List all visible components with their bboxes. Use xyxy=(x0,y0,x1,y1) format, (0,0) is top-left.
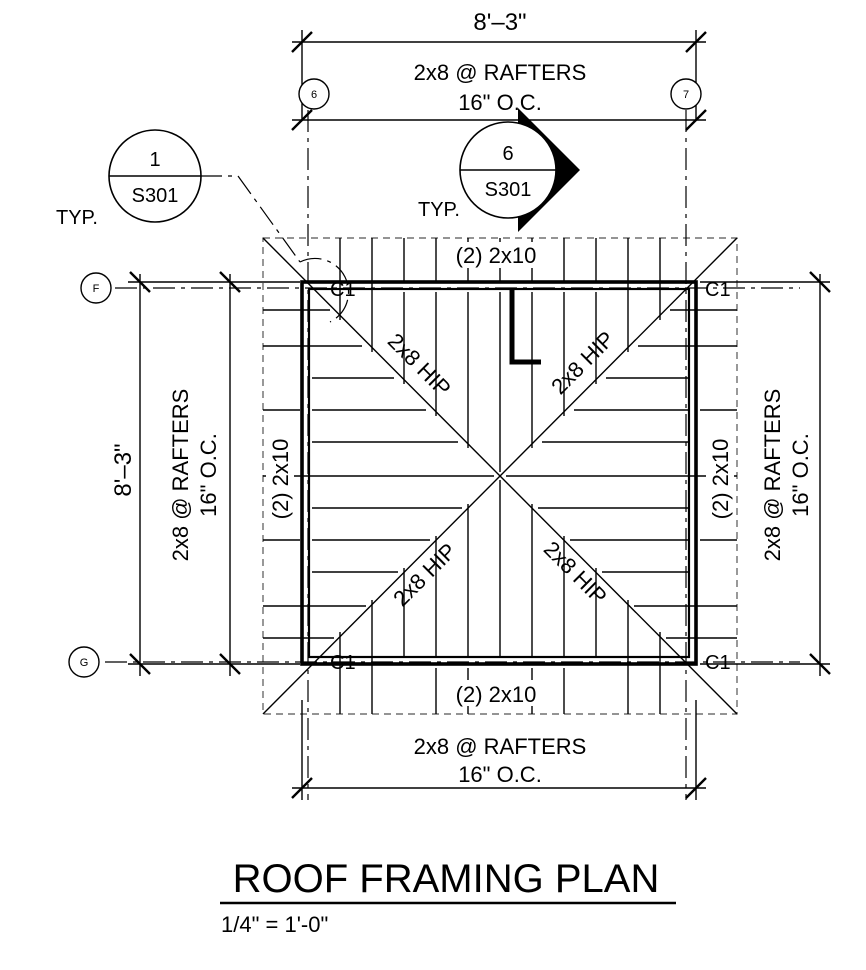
column-label-br: C1 xyxy=(705,652,731,674)
section-callout-6[interactable]: 6 S301 TYP. xyxy=(418,108,580,232)
plan-scale: 1/4" = 1'-0" xyxy=(221,912,328,937)
plan-title: ROOF FRAMING PLAN xyxy=(233,857,660,901)
grid-bubble-g: G xyxy=(68,646,100,678)
rafter-note-top-line2: 16" O.C. xyxy=(458,90,542,115)
dimension-left xyxy=(128,271,300,676)
rafters xyxy=(263,238,737,714)
svg-text:6: 6 xyxy=(311,89,317,101)
detail-callout-1[interactable]: 1 S301 TYP. xyxy=(56,129,350,323)
beams xyxy=(300,280,698,666)
svg-text:G: G xyxy=(80,657,89,669)
beam-label-top: (2) 2x10 xyxy=(456,243,537,268)
hip-label-ne: 2x8 HIP xyxy=(546,326,619,399)
beam-label-bottom: (2) 2x10 xyxy=(456,682,537,707)
beam-label-right: (2) 2x10 xyxy=(708,439,733,520)
dimension-vertical: 8'–3" xyxy=(110,443,137,496)
beam-label-left: (2) 2x10 xyxy=(268,439,293,520)
svg-text:7: 7 xyxy=(683,89,689,101)
hip-lines xyxy=(262,237,738,715)
hip-label-sw: 2x8 HIP xyxy=(388,538,461,611)
grid-bubble-7: 7 xyxy=(670,78,702,110)
detail-number: 1 xyxy=(149,149,160,171)
rafter-note-right-line1: 2x8 @ RAFTERS xyxy=(760,389,785,562)
section-sheet: S301 xyxy=(485,179,532,201)
detail-sheet: S301 xyxy=(132,185,179,207)
column-label-bl: C1 xyxy=(330,652,356,674)
column-label-tl: C1 xyxy=(330,279,356,301)
rafter-note-right-line2: 16" O.C. xyxy=(788,433,813,517)
hip-label-nw: 2x8 HIP xyxy=(383,328,456,401)
rafter-note-bottom-line1: 2x8 @ RAFTERS xyxy=(414,734,587,759)
grid-bubble-6: 6 xyxy=(298,78,330,110)
rafter-note-left-line2: 16" O.C. xyxy=(196,433,221,517)
hip-label-se: 2x8 HIP xyxy=(539,536,612,609)
section-cut-mark xyxy=(509,290,541,365)
dimension-bottom xyxy=(291,700,707,800)
column-label-tr: C1 xyxy=(705,279,731,301)
dimension-right xyxy=(700,271,831,676)
typ-note: TYP. xyxy=(56,207,98,229)
typ-note: TYP. xyxy=(418,199,460,221)
rafter-note-top-line1: 2x8 @ RAFTERS xyxy=(414,60,587,85)
rafter-note-bottom-line2: 16" O.C. xyxy=(458,762,542,787)
dimension-horizontal: 8'–3" xyxy=(473,9,526,36)
section-number: 6 xyxy=(502,143,513,165)
svg-text:F: F xyxy=(93,283,100,295)
rafter-note-left-line1: 2x8 @ RAFTERS xyxy=(168,389,193,562)
grid-bubble-f: F xyxy=(80,272,112,304)
